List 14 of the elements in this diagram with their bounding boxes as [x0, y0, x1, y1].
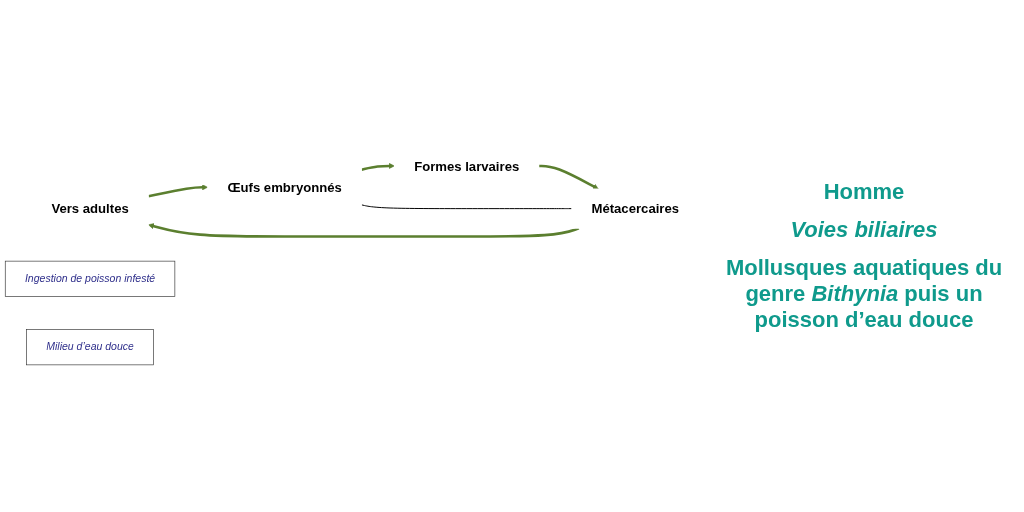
node-text: Métacercaires [591, 201, 680, 217]
host-label: Homme [822, 179, 906, 205]
host-label: Voies biliaires [789, 217, 939, 243]
node-text: Vers adultes [51, 201, 129, 217]
node-text: Œufs embryonnés [227, 180, 342, 195]
host-label: Mollusques aquatiques du genre Bithynia puis un poisson d’eau douce [724, 255, 1004, 333]
arrow [361, 163, 395, 172]
arrow [538, 165, 599, 190]
connector [361, 204, 573, 210]
node-box: Milieu d’eau douce [26, 329, 154, 366]
arrow [148, 184, 208, 199]
arrow [148, 223, 580, 239]
node-text: Formes larvaires [414, 159, 520, 174]
node-box: Ingestion de poisson infesté [4, 261, 176, 298]
